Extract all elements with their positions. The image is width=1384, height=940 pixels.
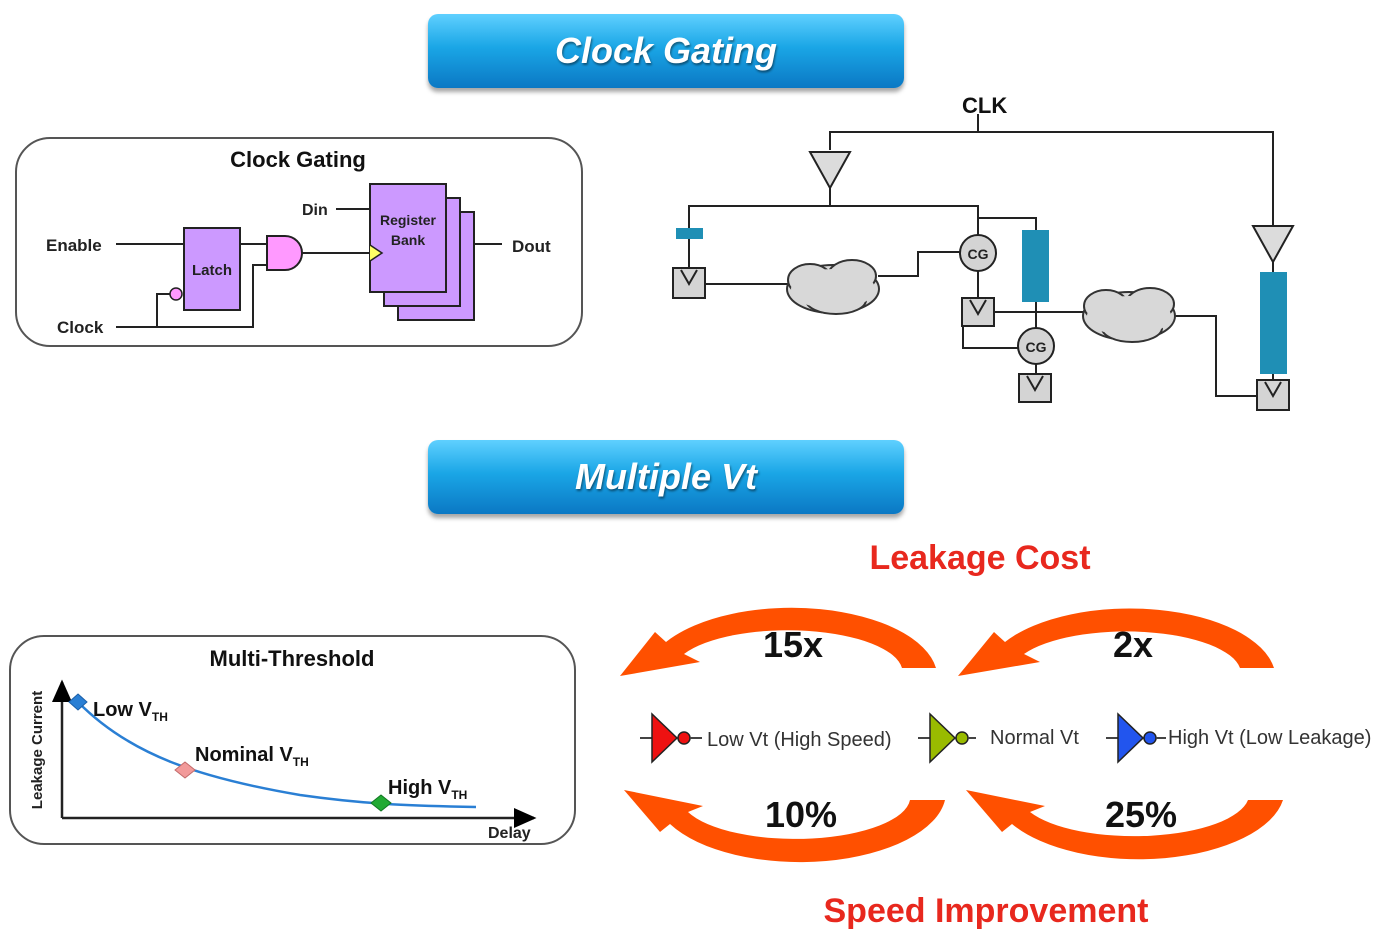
low-vth-label: Low VTH [93, 699, 168, 724]
clock-skew-bar-tall [1260, 272, 1287, 374]
nominal-vth-label: Nominal VTH [195, 744, 309, 769]
low-vt-label: Low Vt (High Speed) [707, 729, 892, 751]
clk-label: CLK [962, 93, 1007, 118]
multi-threshold-panel: Multi-Threshold Leakage Current Delay Lo… [9, 635, 576, 845]
clock-gating-panel: Clock Gating Enable Clock Latch Register… [15, 137, 583, 347]
flop-4 [1256, 379, 1290, 411]
logic-cloud-2-fill [1087, 296, 1171, 336]
clock-gating-panel-title: Clock Gating [230, 147, 366, 172]
clock-buffer-right [1251, 225, 1295, 265]
speed-low-vs-nominal: 10% [765, 794, 837, 835]
speed-improvement-title: Speed Improvement [824, 892, 1149, 930]
flop-1 [672, 267, 706, 299]
register-bank [369, 183, 447, 293]
clock-tree-diagram: CLK [672, 93, 1295, 411]
flop-2 [961, 297, 995, 327]
x-axis-label: Delay [488, 825, 531, 842]
leakage-cost-title: Leakage Cost [869, 539, 1090, 577]
vt-tradeoff-diagram: Leakage Cost Speed Improvement 15x 2x 10… [620, 539, 1371, 930]
speed-arrow-right [966, 790, 1283, 860]
clock-gating-banner: Clock Gating [428, 14, 904, 88]
normal-vt-inverter-icon [918, 712, 976, 764]
latch-block [183, 227, 241, 311]
normal-vt-label: Normal Vt [990, 727, 1079, 749]
clock-skew-bar-small [676, 228, 703, 239]
latch-clock-inverter-bubble [169, 287, 183, 301]
high-vth-label: High VTH [388, 777, 467, 802]
register-clock-pin [369, 244, 384, 262]
leakage-nominal-vs-high: 2x [1113, 624, 1153, 665]
cg-cell-2 [1017, 327, 1055, 365]
high-vt-label: High Vt (Low Leakage) [1168, 727, 1371, 749]
clock-skew-bar-middle [1022, 230, 1049, 302]
and-gate [266, 235, 303, 271]
flop-3 [1018, 373, 1052, 403]
register-bank-label-line2: Bank [391, 232, 425, 248]
cg-cell-1-label: CG [968, 246, 989, 262]
clock-gating-banner-title: Clock Gating [554, 30, 778, 71]
speed-arrow-left [624, 790, 945, 863]
dout-label: Dout [512, 237, 551, 256]
clock-label: Clock [57, 318, 104, 337]
leakage-low-vs-nominal: 15x [763, 624, 823, 665]
clock-gating-wires [116, 208, 502, 328]
enable-label: Enable [46, 236, 102, 255]
low-vt-inverter-icon [640, 712, 702, 764]
speed-nominal-vs-high: 25% [1105, 794, 1177, 835]
leakage-arrow-left [620, 607, 936, 676]
leakage-arrow-right [958, 608, 1274, 676]
cg-cell-1 [959, 234, 997, 272]
threshold-curve [77, 701, 477, 809]
cg-cell-2-label: CG [1026, 339, 1047, 355]
high-vt-inverter-icon [1106, 712, 1166, 764]
multi-threshold-title: Multi-Threshold [210, 646, 375, 671]
high-vth-marker [370, 794, 392, 812]
din-label: Din [302, 202, 328, 219]
y-axis-label: Leakage Current [29, 691, 46, 809]
multi-threshold-panel-frame [9, 635, 576, 845]
clock-buffer-root [808, 151, 852, 191]
nominal-vth-marker [174, 761, 196, 779]
multiple-vt-banner: Multiple Vt [428, 440, 904, 514]
multiple-vt-banner-title: Multiple Vt [575, 456, 757, 497]
low-vth-marker [68, 693, 88, 711]
register-bank-label-line1: Register [380, 212, 437, 228]
latch-label: Latch [192, 262, 232, 279]
logic-cloud-1-fill [791, 269, 875, 309]
